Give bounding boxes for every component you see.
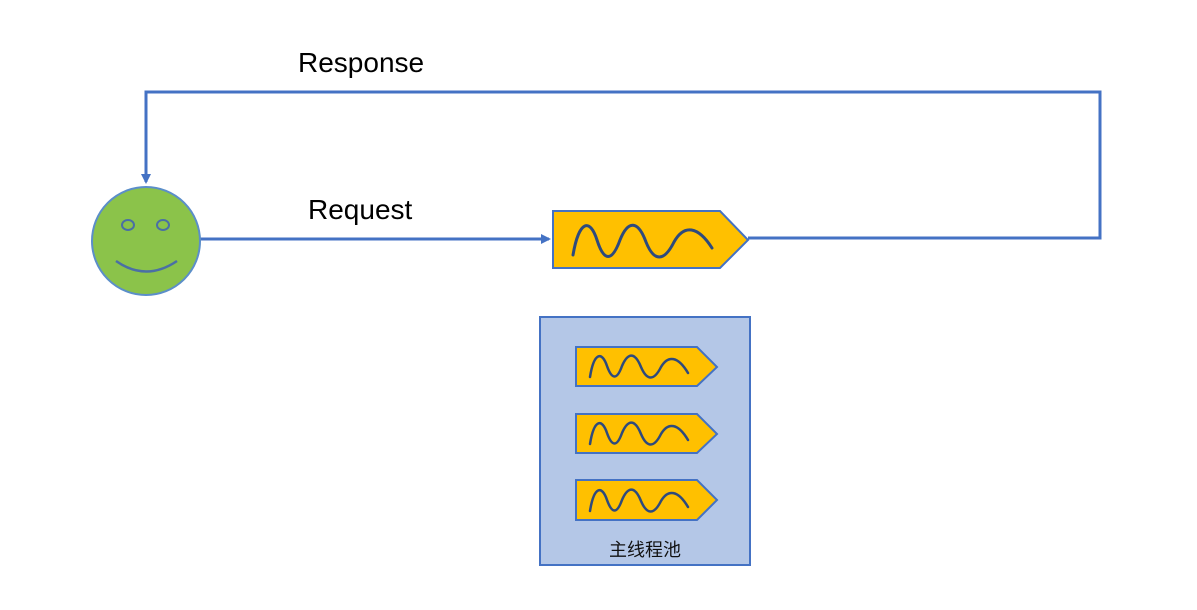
request-label: Request [308, 194, 413, 225]
response-label: Response [298, 47, 424, 78]
pool-thread-2 [575, 413, 719, 454]
thread-pool-label: 主线程池 [609, 540, 681, 561]
pool-thread-1 [575, 346, 719, 387]
thread-pool: 主线程池 [539, 316, 751, 566]
wave-thread-icon [552, 210, 750, 269]
thread-wave [571, 223, 714, 259]
smile [115, 259, 178, 273]
right-eye [156, 219, 170, 231]
pool-thread-3 [575, 479, 719, 521]
response-line [141, 90, 1102, 240]
left-eye [121, 219, 135, 231]
smiley-face-icon [91, 186, 201, 296]
